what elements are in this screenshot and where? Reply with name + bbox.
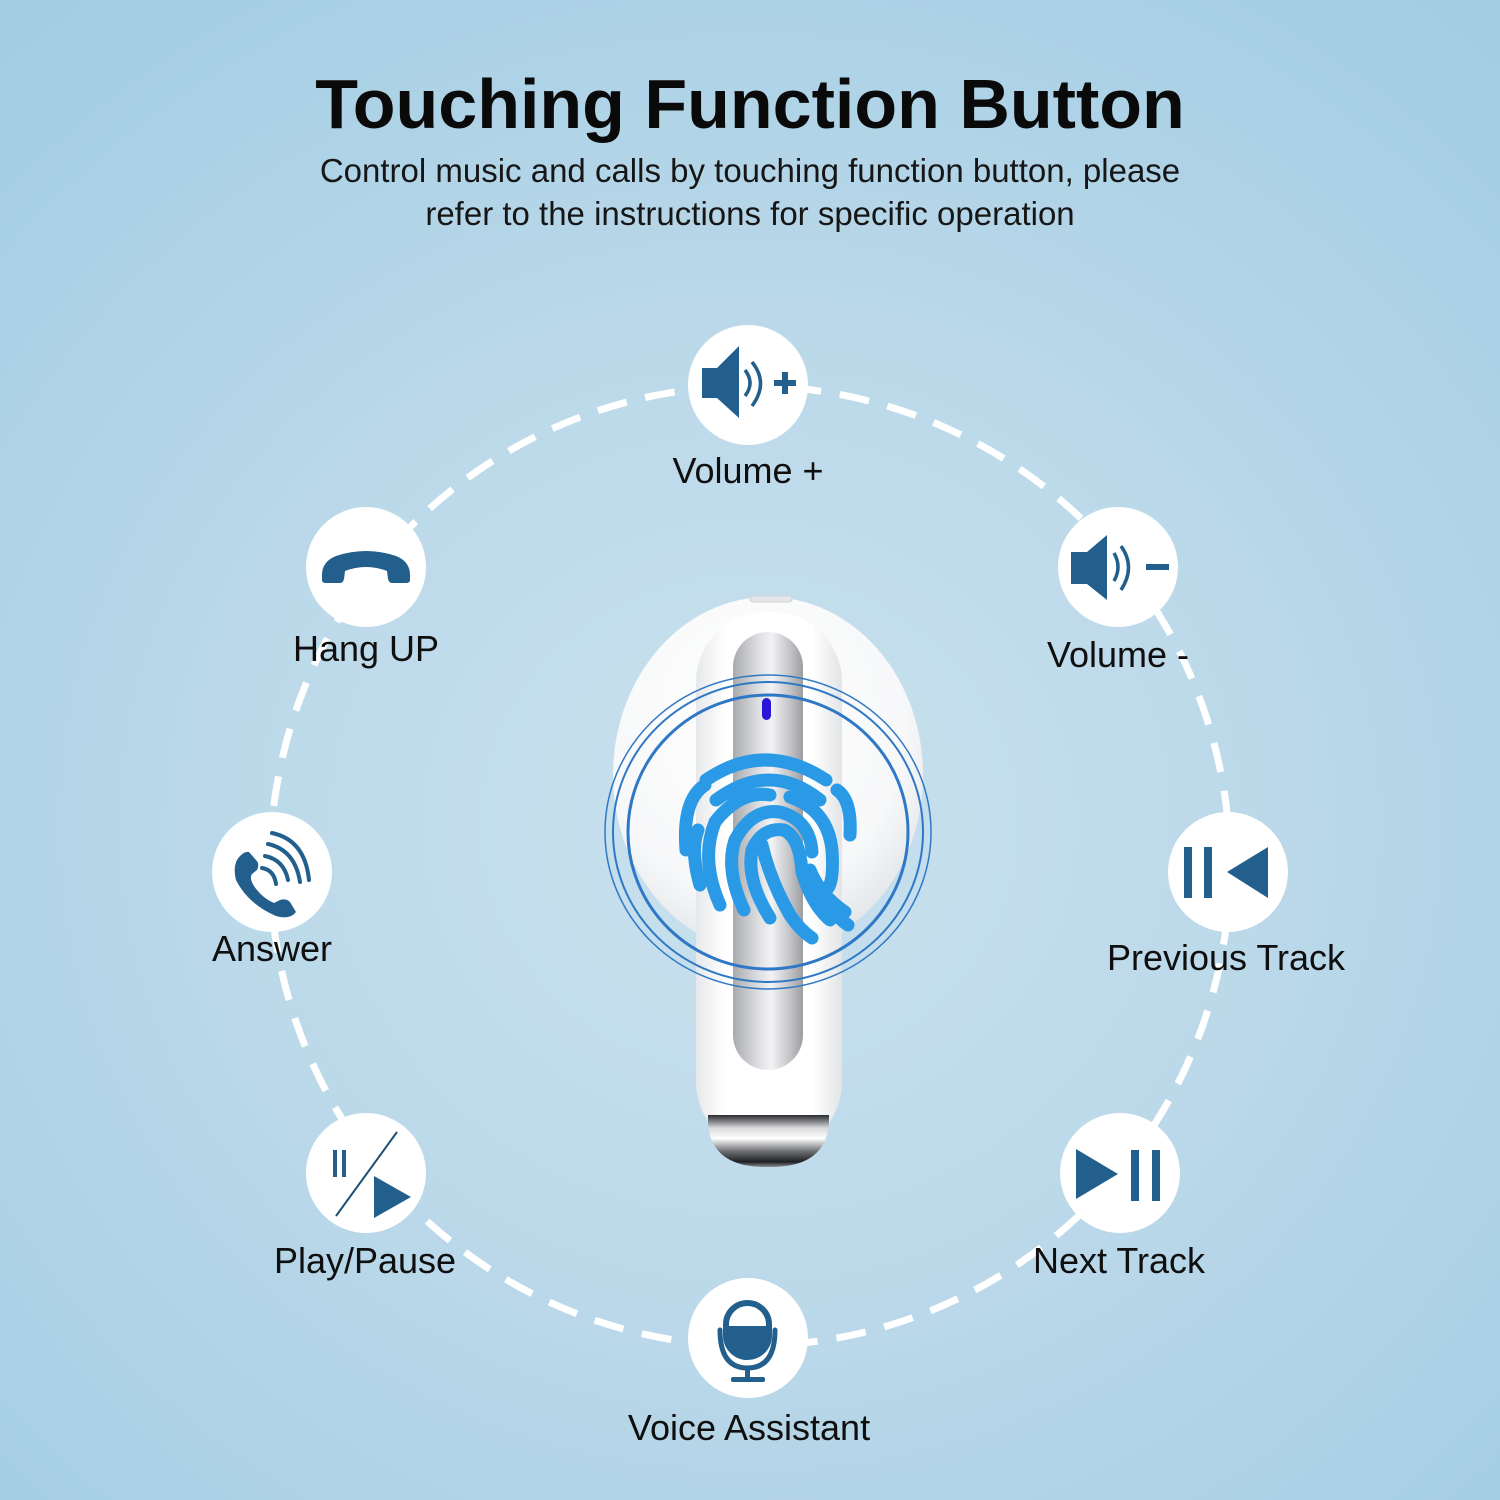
volume-down-icon <box>1071 535 1169 600</box>
voice-assistant-button[interactable] <box>688 1278 808 1398</box>
page-title: Touching Function Button <box>315 65 1185 143</box>
subtitle-line-2: refer to the instructions for specific o… <box>425 195 1075 232</box>
answer-button[interactable] <box>212 812 332 932</box>
voice-assistant-label: Voice Assistant <box>627 1407 871 1448</box>
microphone-icon <box>717 1300 778 1382</box>
touch-rings <box>604 674 932 990</box>
play-pause-label: Play/Pause <box>273 1240 457 1281</box>
hang-up-label: Hang UP <box>292 628 440 669</box>
next-track-label: Next Track <box>1032 1240 1206 1281</box>
play-pause-button[interactable] <box>306 1113 426 1233</box>
previous-track-icon <box>1184 847 1268 898</box>
led-indicator <box>762 698 771 720</box>
fingerprint-icon[interactable] <box>678 753 857 945</box>
hang-up-button[interactable] <box>306 507 426 627</box>
volume-up-label: Volume + <box>672 450 824 491</box>
answer-label: Answer <box>211 928 333 969</box>
previous-track-label: Previous Track <box>1106 937 1346 978</box>
volume-down-button[interactable] <box>1058 507 1178 627</box>
next-track-icon <box>1076 1149 1160 1201</box>
next-track-button[interactable] <box>1060 1113 1180 1233</box>
play-pause-icon <box>333 1131 411 1218</box>
hang-up-phone-icon <box>321 551 411 583</box>
volume-down-label: Volume - <box>1046 634 1190 675</box>
previous-track-button[interactable] <box>1168 812 1288 932</box>
subtitle-line-1: Control music and calls by touching func… <box>319 152 1181 189</box>
phone-ringing-icon <box>234 831 311 918</box>
volume-up-icon <box>702 346 796 418</box>
volume-up-button[interactable] <box>688 325 808 445</box>
